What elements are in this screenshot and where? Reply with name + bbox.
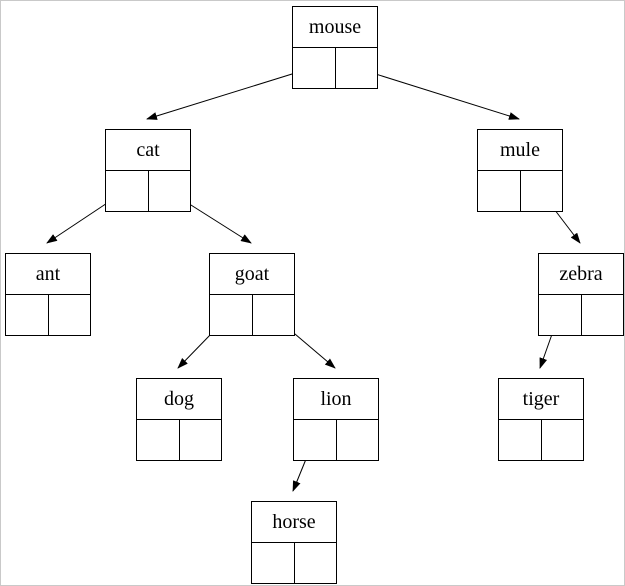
node-left-pointer-cell	[137, 420, 180, 460]
tree-node-ant: ant	[5, 253, 91, 336]
tree-node-zebra: zebra	[538, 253, 624, 336]
node-label: dog	[137, 379, 221, 420]
node-label: tiger	[499, 379, 583, 420]
node-pointer-cells	[478, 171, 562, 211]
node-right-pointer-cell	[336, 48, 378, 88]
edge-arrow-mouse-mule	[354, 67, 520, 120]
node-right-pointer-cell	[337, 420, 379, 460]
node-right-pointer-cell	[149, 171, 191, 211]
node-left-pointer-cell	[478, 171, 521, 211]
node-right-pointer-cell	[582, 295, 624, 335]
node-label: horse	[252, 502, 336, 543]
tree-node-mouse: mouse	[292, 6, 378, 89]
node-right-pointer-cell	[295, 543, 337, 583]
tree-node-goat: goat	[209, 253, 295, 336]
node-right-pointer-cell	[49, 295, 91, 335]
node-left-pointer-cell	[106, 171, 149, 211]
node-left-pointer-cell	[6, 295, 49, 335]
node-right-pointer-cell	[180, 420, 222, 460]
node-label: lion	[294, 379, 378, 420]
node-pointer-cells	[210, 295, 294, 335]
edge-arrow-mouse-cat	[146, 67, 314, 120]
node-label: mouse	[293, 7, 377, 48]
node-right-pointer-cell	[521, 171, 563, 211]
node-left-pointer-cell	[210, 295, 253, 335]
tree-node-horse: horse	[251, 501, 337, 584]
tree-node-tiger: tiger	[498, 378, 584, 461]
node-label: mule	[478, 130, 562, 171]
node-pointer-cells	[539, 295, 623, 335]
node-label: goat	[210, 254, 294, 295]
node-pointer-cells	[252, 543, 336, 583]
node-right-pointer-cell	[542, 420, 584, 460]
tree-node-lion: lion	[293, 378, 379, 461]
node-label: ant	[6, 254, 90, 295]
node-pointer-cells	[294, 420, 378, 460]
node-pointer-cells	[6, 295, 90, 335]
node-label: zebra	[539, 254, 623, 295]
node-left-pointer-cell	[499, 420, 542, 460]
node-left-pointer-cell	[252, 543, 295, 583]
tree-node-dog: dog	[136, 378, 222, 461]
tree-node-cat: cat	[105, 129, 191, 212]
node-pointer-cells	[106, 171, 190, 211]
node-right-pointer-cell	[253, 295, 295, 335]
node-left-pointer-cell	[539, 295, 582, 335]
tree-node-mule: mule	[477, 129, 563, 212]
node-pointer-cells	[499, 420, 583, 460]
node-label: cat	[106, 130, 190, 171]
node-pointer-cells	[137, 420, 221, 460]
node-pointer-cells	[293, 48, 377, 88]
node-left-pointer-cell	[293, 48, 336, 88]
node-left-pointer-cell	[294, 420, 337, 460]
